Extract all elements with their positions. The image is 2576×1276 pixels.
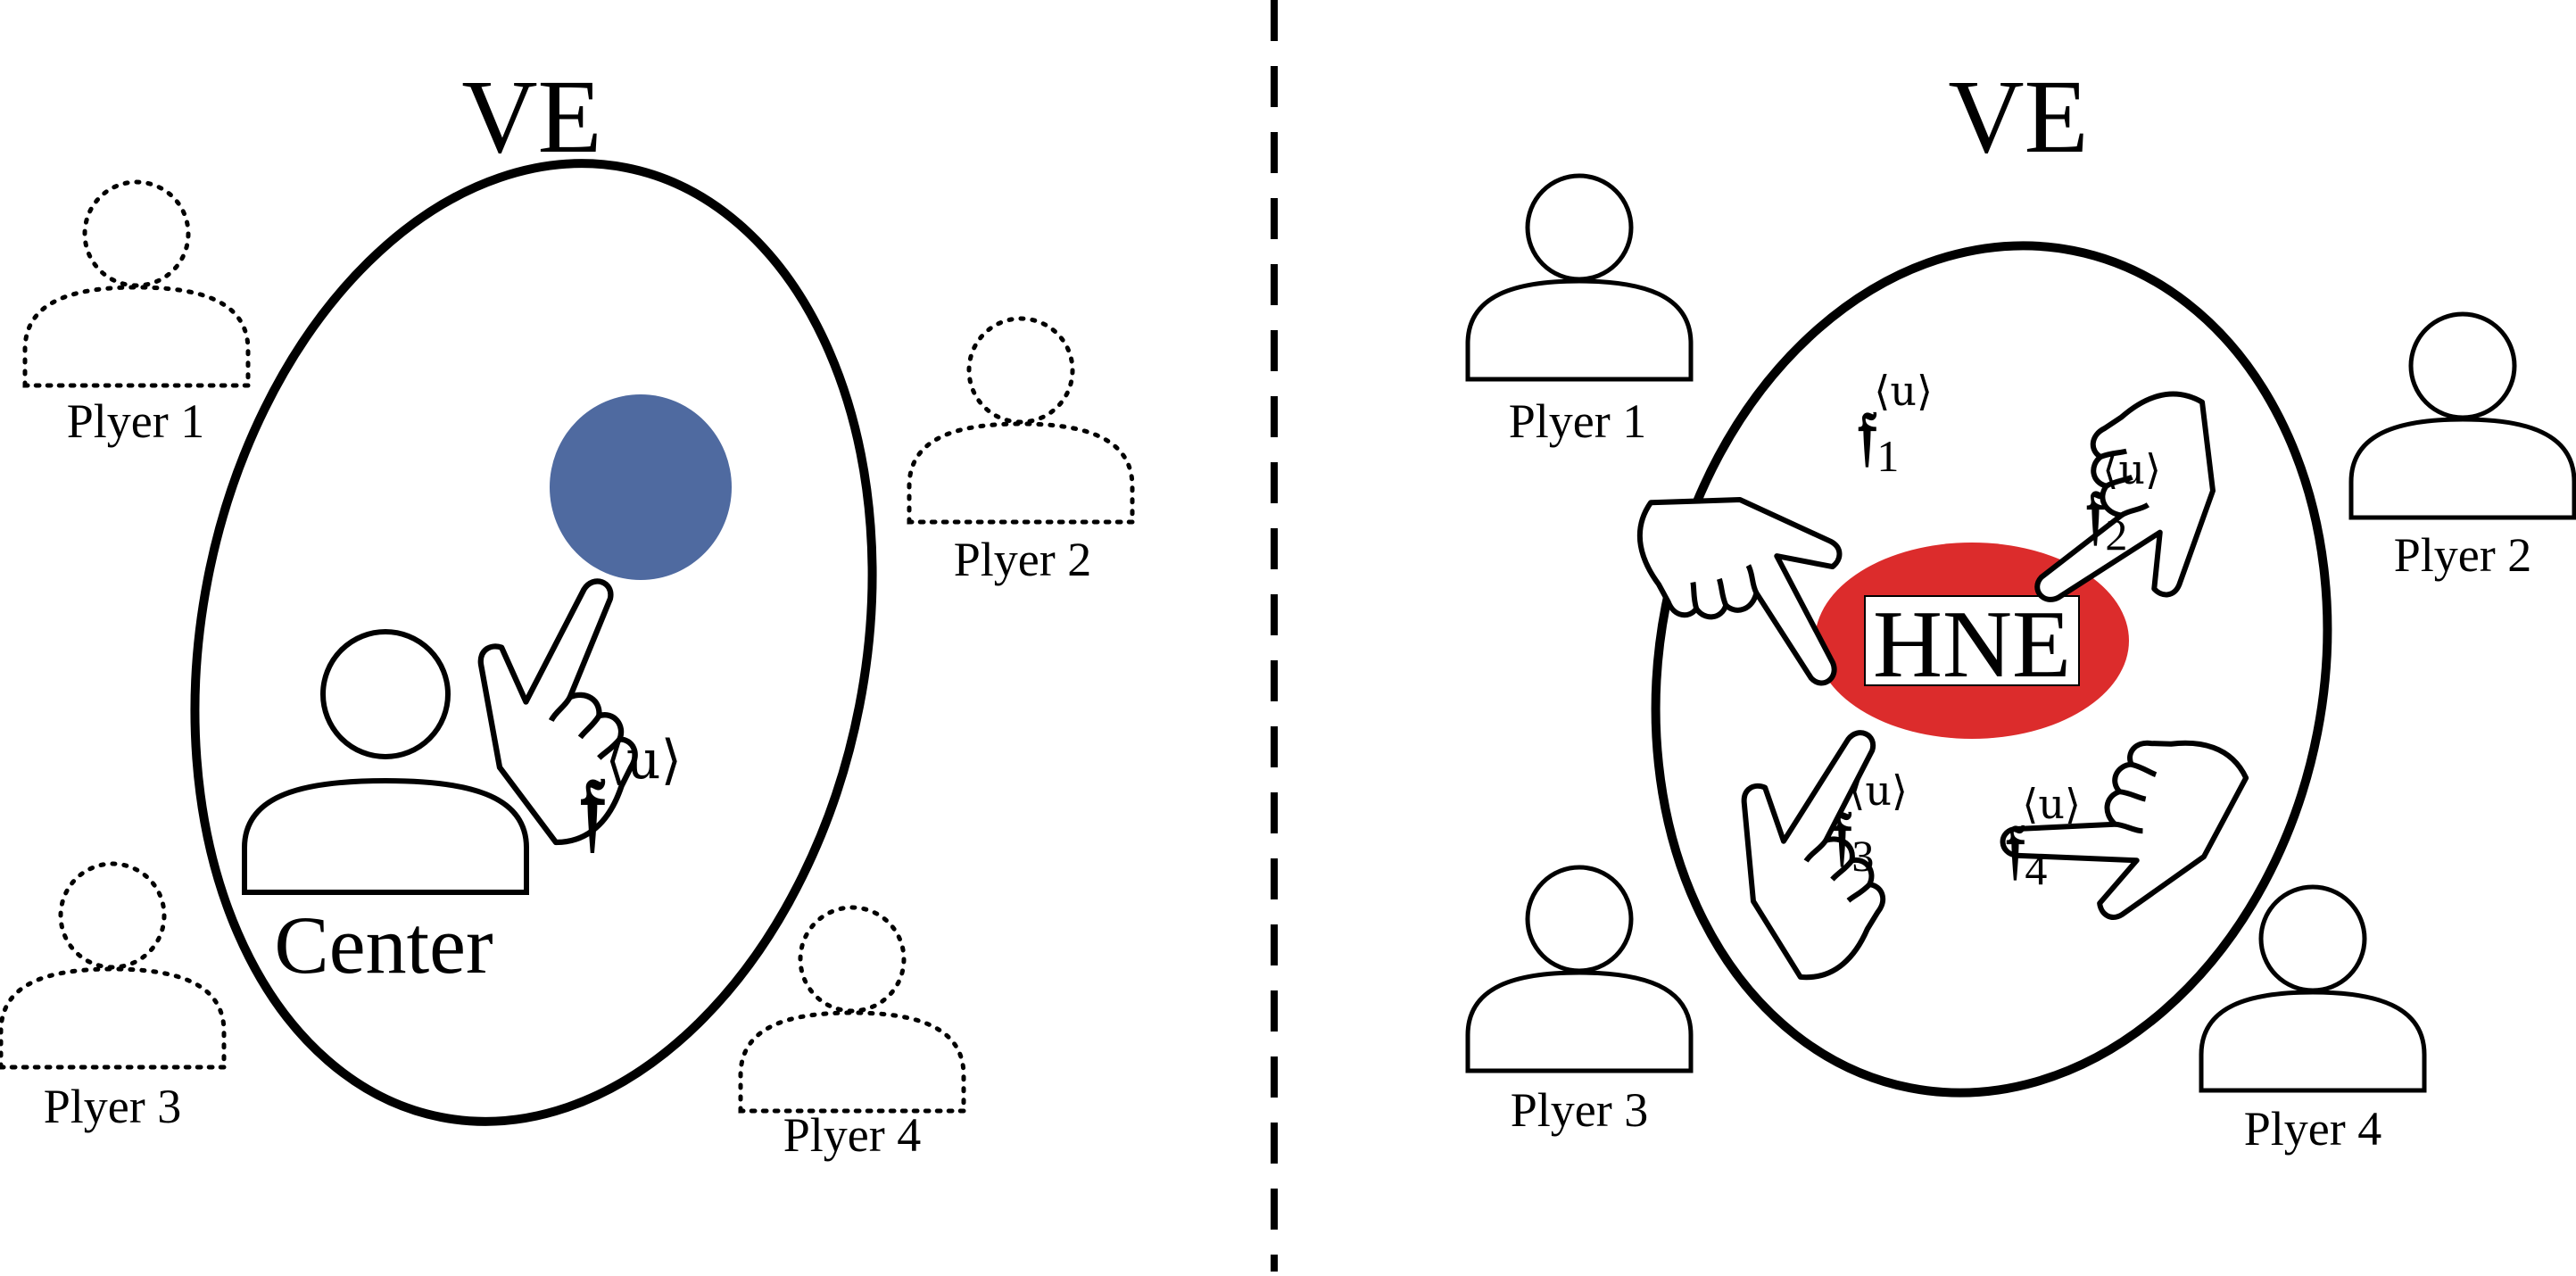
hne-label-box (1864, 595, 2080, 686)
message-label-1: 𝔣1⟨u⟩ (1858, 367, 1933, 481)
left-player-2-label: Plyer 2 (954, 533, 1092, 586)
right-player-1-label: Plyer 1 (1509, 394, 1647, 448)
left-player-1-label: Plyer 1 (67, 394, 205, 448)
right-ve-ellipse (1651, 241, 2332, 1098)
left-ve-ellipse (190, 159, 877, 1126)
right-player-2-label: Plyer 2 (2394, 528, 2532, 582)
center-label: Center (274, 899, 493, 990)
right-player-2-icon (2351, 314, 2574, 518)
left-ve-title: VE (461, 58, 601, 175)
left-player-2-icon (909, 319, 1132, 522)
left-player-4-label: Plyer 4 (783, 1108, 922, 1162)
left-player-1-icon (25, 182, 248, 385)
hne-label: HNE (1873, 592, 2071, 698)
left-panel: VE Center 𝔣⟨u⟩ Plyer 1 Plyer 2 Plyer 3 P… (1, 58, 1132, 1162)
right-player-4-label: Plyer 4 (2244, 1102, 2382, 1156)
left-player-4-icon (741, 907, 964, 1111)
center-person-icon (242, 629, 529, 895)
right-panel: VE HNE Plyer 1 Plyer 2 Plyer 3 Plyer 4 𝔣… (1468, 58, 2574, 1156)
left-player-3-icon (1, 864, 224, 1067)
right-player-3-label: Plyer 3 (1511, 1083, 1649, 1137)
left-message-label: 𝔣⟨u⟩ (580, 729, 682, 859)
pointing-hand-icon (1989, 709, 2276, 948)
message-label-4: 𝔣4⟨u⟩ (2006, 780, 2081, 894)
right-ve-title: VE (1948, 58, 2088, 175)
left-player-3-label: Plyer 3 (44, 1080, 182, 1133)
right-player-1-icon (1468, 176, 1691, 379)
message-label-3: 𝔣3⟨u⟩ (1833, 766, 1908, 881)
right-player-3-icon (1468, 867, 1691, 1071)
left-blob (550, 394, 732, 580)
message-label-2: 𝔣2⟨u⟩ (2086, 445, 2161, 559)
right-player-4-icon (2201, 887, 2424, 1090)
